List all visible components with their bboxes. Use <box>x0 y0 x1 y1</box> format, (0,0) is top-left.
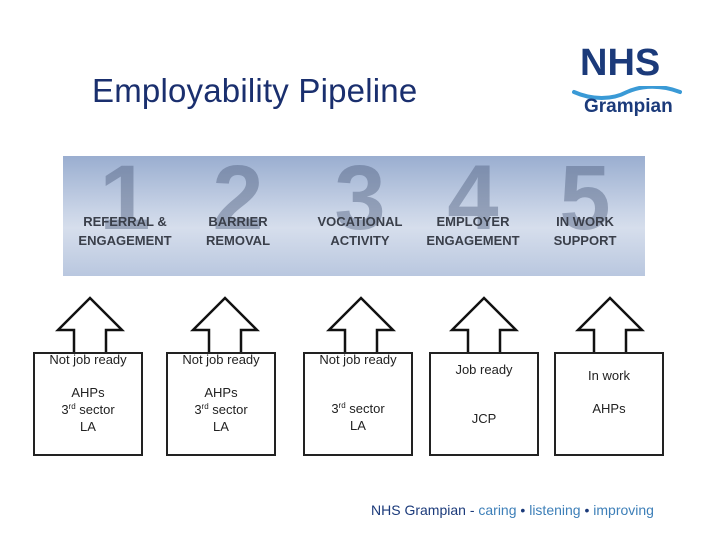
stage-number: 2 <box>212 147 264 249</box>
pipeline-box-5: In work AHPs <box>554 352 664 456</box>
logo-region-text: Grampian <box>584 96 673 117</box>
box-status: Not job ready <box>182 352 260 367</box>
stage-4: 4 EMPLOYER ENGAGEMENT <box>417 152 529 276</box>
provider-line: LA <box>350 418 366 433</box>
pipeline-box-4: Job ready JCP <box>429 352 539 456</box>
logo-nhs-text: NHS <box>580 42 661 84</box>
footer-bullet: • <box>584 502 590 518</box>
provider-line: 3rd sector <box>61 402 115 417</box>
pipeline-box-3: Not job ready 3rd sector LA <box>303 352 413 456</box>
box-status: In work <box>588 368 630 383</box>
up-arrow-icon <box>449 296 519 356</box>
box-status: Job ready <box>455 362 513 377</box>
stage-number: 1 <box>99 147 151 249</box>
box-status: Not job ready <box>319 352 397 367</box>
stage-number: 5 <box>559 147 611 249</box>
box-providers: AHPs <box>556 400 662 417</box>
stage-label: REFERRAL & ENGAGEMENT <box>78 214 172 248</box>
provider-line: AHPs <box>204 385 238 400</box>
provider-line: 3rd sector <box>331 401 385 416</box>
box-providers: 3rd sector LA <box>305 400 411 434</box>
footer-value: improving <box>593 502 654 518</box>
footer-dash: - <box>469 502 475 518</box>
nhs-grampian-logo: NHS Grampian <box>572 42 682 122</box>
footer-tagline: NHS Grampian - caring • listening • impr… <box>371 502 654 518</box>
stage-3: 3 VOCATIONAL ACTIVITY <box>303 152 417 276</box>
stage-5: 5 IN WORK SUPPORT <box>535 152 635 276</box>
pipeline-box-2: Not job ready AHPs 3rd sector LA <box>166 352 276 456</box>
up-arrow-icon <box>55 296 125 356</box>
stage-number: 4 <box>447 147 499 249</box>
footer-value: listening <box>529 502 581 518</box>
provider-line: 3rd sector <box>194 402 248 417</box>
stage-label: EMPLOYER ENGAGEMENT <box>426 214 520 248</box>
stage-2: 2 BARRIER REMOVAL <box>185 152 291 276</box>
stage-label: BARRIER REMOVAL <box>205 214 271 248</box>
footer-value: caring <box>478 502 517 518</box>
box-status: Not job ready <box>49 352 127 367</box>
provider-line: AHPs <box>592 401 626 416</box>
stage-1: 1 REFERRAL & ENGAGEMENT <box>69 152 181 276</box>
up-arrow-icon <box>190 296 260 356</box>
stage-label: VOCATIONAL ACTIVITY <box>317 214 403 248</box>
provider-line: LA <box>213 419 229 434</box>
provider-line: AHPs <box>71 385 105 400</box>
footer-bullet: • <box>520 502 526 518</box>
box-providers: JCP <box>431 410 537 427</box>
up-arrow-icon <box>326 296 396 356</box>
up-arrow-icon <box>575 296 645 356</box>
stage-number: 3 <box>334 147 386 249</box>
logo-wave-icon <box>572 86 682 100</box>
stage-label: IN WORK SUPPORT <box>553 214 617 248</box>
page-title: Employability Pipeline <box>92 72 418 109</box>
box-providers: AHPs 3rd sector LA <box>35 384 141 435</box>
box-providers: AHPs 3rd sector LA <box>168 384 274 435</box>
provider-line: JCP <box>471 411 497 426</box>
pipeline-box-1: Not job ready AHPs 3rd sector LA <box>33 352 143 456</box>
pipeline-banner: 1 REFERRAL & ENGAGEMENT 2 BARRIER REMOVA… <box>63 152 645 276</box>
footer-org: NHS Grampian <box>371 502 466 518</box>
provider-line: LA <box>80 419 96 434</box>
